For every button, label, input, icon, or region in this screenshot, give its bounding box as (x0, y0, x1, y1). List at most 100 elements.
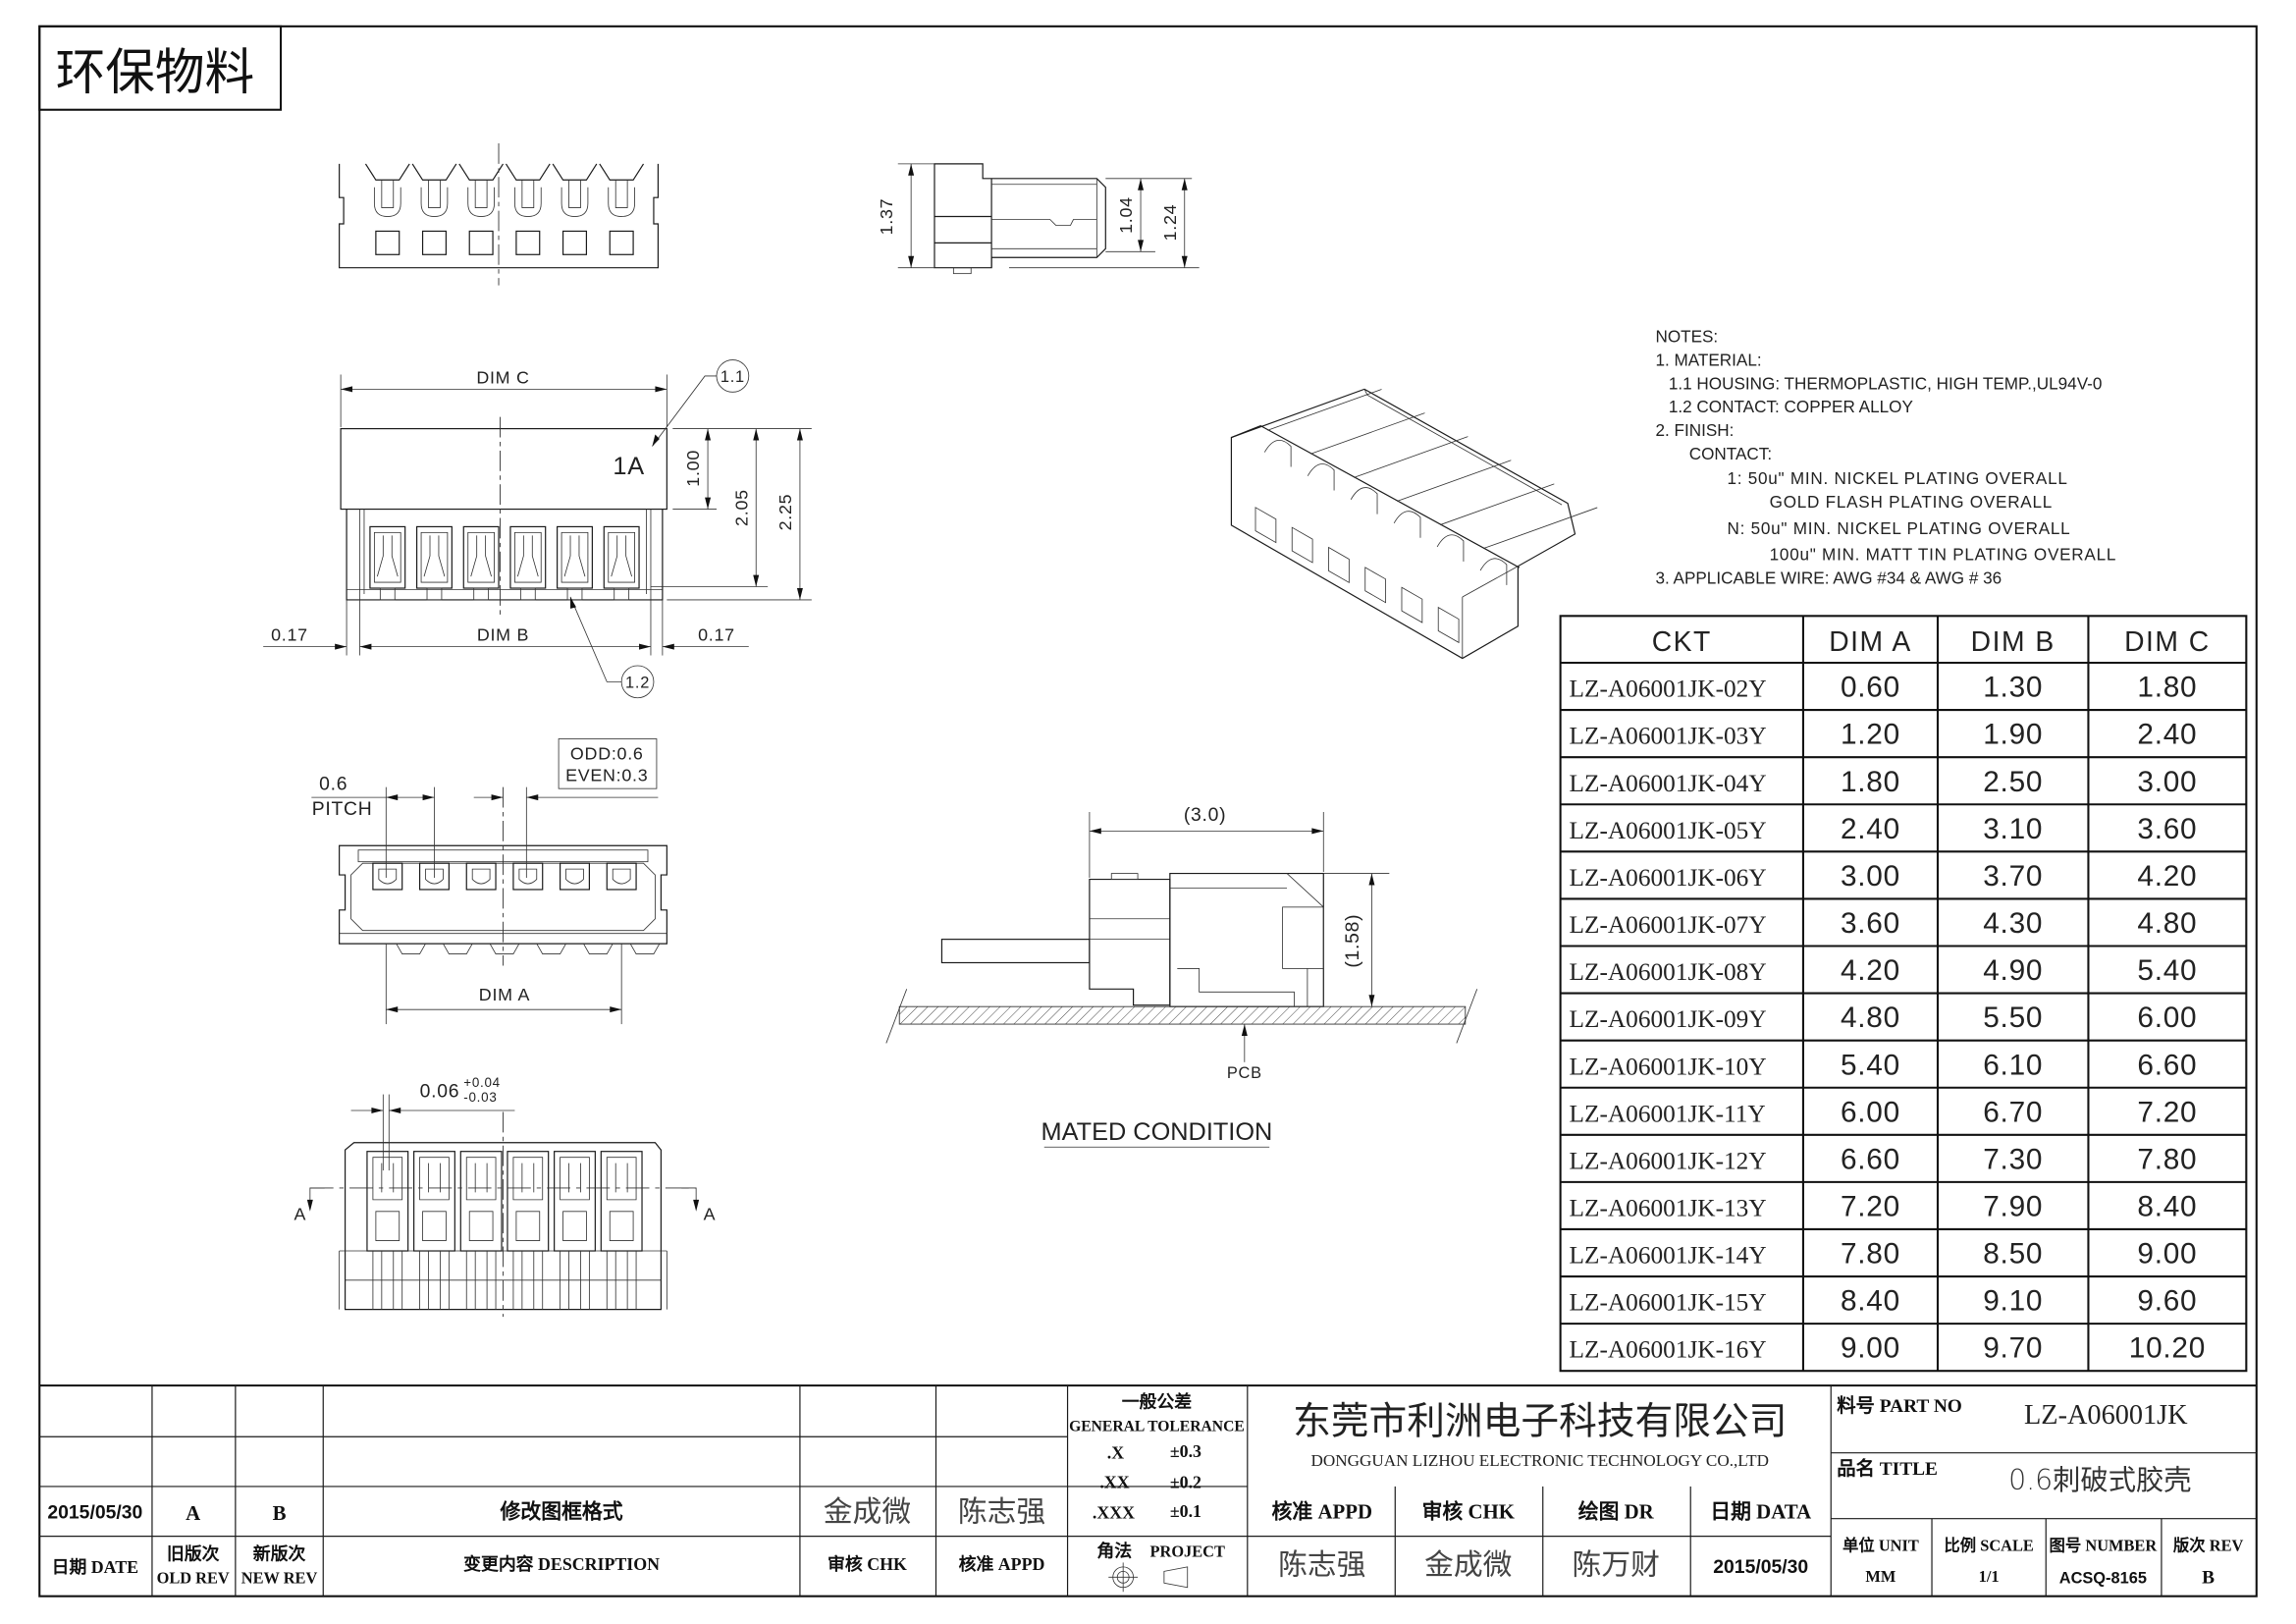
pitch-slot (606, 862, 661, 954)
ckt-dim-value: 5.50 (1983, 1001, 2043, 1034)
ckt-dim-value: 1.90 (1983, 719, 2043, 751)
mated-condition-view: PCB (3.0) (1.58) MATED CONDITION (885, 804, 1478, 1148)
ckt-part-number: LZ-A06001JK-16Y (1570, 1336, 1767, 1364)
tolerance-precision: .X (1107, 1443, 1124, 1463)
ckt-part-number: LZ-A06001JK-03Y (1570, 723, 1767, 750)
dim-height-1-00: 1.00 (683, 450, 703, 487)
section-marker-right: A (704, 1205, 717, 1224)
ckt-dim-value: 7.20 (1841, 1191, 1900, 1223)
sheet-border (38, 25, 2258, 1597)
revision-header-row: 日期 DATE 旧版次 OLD REV 新版次 NEW REV 变更内容 DES… (52, 1543, 1045, 1587)
section-marker-left: A (294, 1205, 306, 1224)
ckt-dim-value: 4.20 (2137, 860, 2197, 893)
eco-material-stamp: 环保物料 (38, 25, 283, 111)
drawing-number-label: 图号 NUMBER (2050, 1536, 2158, 1554)
scale-label: 比例 SCALE (1944, 1536, 2034, 1554)
ckt-dim-value: 8.50 (1983, 1238, 2043, 1271)
ckt-part-number: LZ-A06001JK-07Y (1570, 911, 1767, 939)
contact-slot (552, 163, 598, 255)
contact-slot (458, 163, 504, 255)
bottom-cell (459, 1151, 503, 1310)
dim-height-2-25: 2.25 (775, 494, 795, 531)
tolerance-title-cn: 一般公差 (1122, 1390, 1193, 1411)
company-name-en: DONGGUAN LIZHOU ELECTRONIC TECHNOLOGY CO… (1311, 1451, 1769, 1470)
ckt-dim-value: 4.30 (1983, 907, 2043, 940)
ckt-dim-value: 7.90 (1983, 1191, 2043, 1223)
part-no-label: 料号 PART NO (1837, 1394, 1962, 1417)
ckt-dim-value: 9.10 (1983, 1285, 2043, 1318)
unit-label: 单位 UNIT (1842, 1536, 1919, 1554)
ckt-dim-value: 8.40 (1841, 1285, 1900, 1318)
signoff-header-draw: 绘图 DR (1578, 1500, 1655, 1524)
ckt-dim-value: 3.70 (1983, 860, 2043, 893)
iso-cavity (1364, 460, 1512, 604)
ckt-dim-value: 2.40 (1841, 813, 1900, 845)
bottom-cell (600, 1151, 643, 1310)
top-face-view (339, 143, 660, 286)
dim-height-1-37: 1.37 (877, 198, 896, 236)
first-angle-projection-icon (1108, 1562, 1189, 1593)
ckt-dim-value: 8.40 (2137, 1191, 2197, 1223)
part-number: LZ-A06001JK (2024, 1400, 2188, 1431)
contact-slot (599, 163, 645, 255)
mated-length-dim: (3.0) (1184, 804, 1227, 826)
ckt-dim-value: 1.80 (1841, 766, 1900, 798)
revision-approver: 陈志强 (958, 1495, 1045, 1530)
note-line: 1: 50u" MIN. NICKEL PLATING OVERALL (1727, 468, 2067, 488)
mated-condition-title: MATED CONDITION (1041, 1118, 1273, 1146)
dim-c-label: DIM C (476, 367, 529, 387)
contact-cavity (557, 525, 593, 601)
ckt-dim-value: 5.40 (2137, 954, 2197, 987)
general-tolerance: 一般公差 GENERAL TOLERANCE .X ±0.3 .XX ±0.2 … (1069, 1390, 1245, 1593)
revision-description: 修改图框格式 (500, 1500, 623, 1524)
ckt-dim-value: 4.80 (2137, 907, 2197, 940)
ckt-dim-value: 4.20 (1841, 954, 1900, 987)
note-line: 1.2 CONTACT: COPPER ALLOY (1669, 397, 1914, 416)
ckt-dim-value: 3.00 (1841, 860, 1900, 893)
ckt-dim-value: 6.00 (2137, 1001, 2197, 1034)
ckt-dim-value: 7.80 (2137, 1143, 2197, 1175)
pcb-label: PCB (1227, 1064, 1262, 1082)
isometric-view (1230, 388, 1598, 660)
dim-b-label: DIM B (477, 625, 529, 645)
note-line: N: 50u" MIN. NICKEL PLATING OVERALL (1727, 518, 2070, 538)
scale-value: 1/1 (1979, 1567, 2000, 1586)
contact-cavity (462, 525, 500, 601)
ckt-dim-value: 4.90 (1983, 954, 2043, 987)
header-old-rev-en: OLD REV (157, 1568, 230, 1587)
ckt-table-row: LZ-A06001JK-15Y 8.40 9.10 9.60 (1570, 1285, 2197, 1318)
drawing-number: ACSQ-8165 (2059, 1569, 2147, 1587)
signoff-header-approve: 核准 APPD (1272, 1500, 1372, 1524)
mated-height-dim: (1.58) (1342, 914, 1363, 968)
signoff-header-check: 审核 CHK (1422, 1500, 1516, 1524)
ckt-dim-value: 3.10 (1983, 813, 2043, 845)
bottom-view: 0.06 +0.04 -0.03 A A (294, 1075, 717, 1318)
balloon-1-1: 1.1 (721, 368, 745, 386)
ckt-part-number: LZ-A06001JK-08Y (1570, 958, 1767, 986)
header-new-rev-cn: 新版次 (253, 1543, 306, 1563)
ckt-part-number: LZ-A06001JK-14Y (1570, 1242, 1767, 1270)
dim-offset-right: 0.17 (698, 625, 735, 645)
ckt-dim-value: 10.20 (2129, 1332, 2206, 1365)
ckt-dim-value: 9.60 (2137, 1285, 2197, 1318)
contact-cavity (415, 525, 453, 601)
ckt-table-header: CKT (1652, 625, 1712, 657)
note-line: 100u" MIN. MATT TIN PLATING OVERALL (1770, 545, 2116, 565)
title-label: 品名 TITLE (1837, 1457, 1938, 1480)
header-checker: 审核 CHK (828, 1553, 907, 1574)
revision-new-rev: B (273, 1501, 287, 1525)
ckt-dim-value: 7.30 (1983, 1143, 2043, 1175)
ckt-part-number: LZ-A06001JK-15Y (1570, 1289, 1767, 1317)
front-view: 1A DIM C 1.00 2.05 2.25 DIM B 0.17 (263, 359, 812, 699)
dim-height-1-24: 1.24 (1160, 204, 1180, 242)
balloon-1-2: 1.2 (625, 674, 650, 691)
ckt-dim-value: 6.60 (2137, 1049, 2197, 1081)
bottom-cell (366, 1151, 409, 1310)
ckt-part-number: LZ-A06001JK-09Y (1570, 1005, 1767, 1033)
signoff-drafter: 陈万财 (1573, 1547, 1660, 1582)
